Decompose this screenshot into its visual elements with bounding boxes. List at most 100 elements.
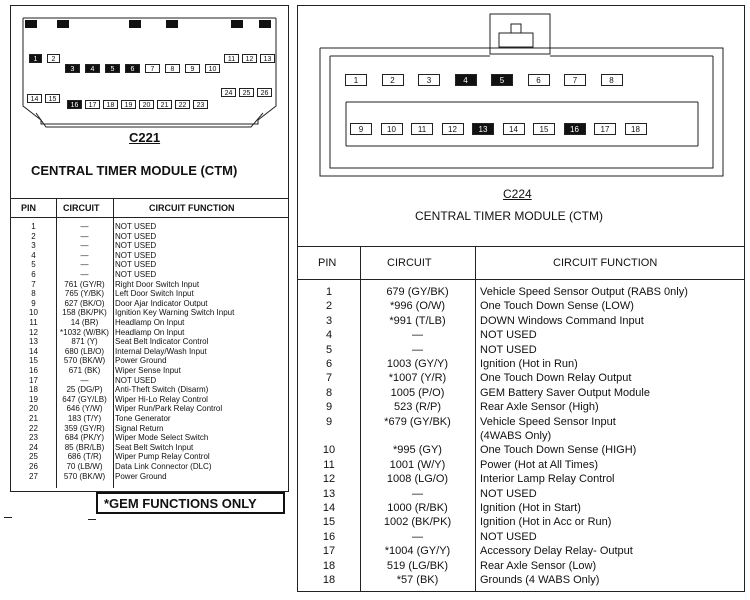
c224-row-function: Rear Axle Sensor (Low) — [480, 559, 597, 572]
pin-cavity-3: 3 — [418, 74, 440, 86]
c224-row-function: Rear Axle Sensor (High) — [480, 401, 599, 414]
c224-row-circuit: 1008 (LG/O) — [386, 473, 449, 486]
pin-cavity-14: 14 — [27, 94, 42, 103]
c224-row-pin: 9 — [325, 401, 333, 414]
c221-row-function: Internal Delay/Wash Input — [115, 346, 207, 356]
c224-module-title: CENTRAL TIMER MODULE (CTM) — [415, 209, 604, 223]
pin-cavity-1: 1 — [29, 54, 42, 63]
c224-row-pin: 11 — [323, 458, 335, 471]
c221-connector-id: C221 — [129, 130, 161, 145]
c221-row-pin: 16 — [29, 366, 38, 375]
gem-footnote-text: *GEM FUNCTIONS ONLY — [104, 496, 257, 511]
pin-cavity-23: 23 — [193, 100, 208, 109]
c224-row-circuit: *995 (GY) — [393, 444, 442, 457]
c221-row-function: Wiper Mode Select Switch — [115, 433, 209, 443]
c221-row-circuit: 183 (T/Y) — [67, 414, 102, 423]
c221-row-pin: 21 — [29, 414, 38, 423]
c224-row-circuit: 1001 (W/Y) — [389, 458, 446, 471]
c221-row-pin: 4 — [31, 250, 36, 260]
c224-row-circuit: — — [412, 343, 423, 356]
c224-row-function: GEM Battery Saver Output Module — [480, 386, 650, 399]
c221-row-pin: 6 — [31, 270, 36, 279]
c221-module-title: CENTRAL TIMER MODULE (CTM) — [31, 163, 238, 178]
c221-row-function: Right Door Switch Input — [115, 279, 200, 289]
pin-cavity-11: 11 — [411, 123, 433, 135]
c221-row-pin: 13 — [29, 337, 38, 347]
c224-row-circuit: *679 (GY/BK) — [384, 415, 451, 428]
c221-row-pin: 8 — [31, 289, 36, 299]
pin-cavity-13: 13 — [260, 54, 275, 63]
c224-row-circuit: — — [412, 487, 423, 500]
c224-row-circuit: 1003 (GY/Y) — [386, 358, 449, 370]
c221-row-pin: 12 — [29, 327, 38, 337]
c224-row-circuit: — — [412, 329, 423, 342]
c221-row-circuit: 85 (BR/LB) — [64, 442, 105, 452]
pin-cavity-20: 20 — [139, 100, 154, 109]
c224-row-function: Ignition (Hot in Run) — [480, 358, 578, 370]
c221-row-circuit: 158 (BK/PK) — [62, 308, 107, 318]
c221-row-circuit: 646 (Y/W) — [66, 404, 103, 414]
pin-cavity-2: 2 — [381, 74, 404, 86]
pin-cavity-14: 14 — [502, 123, 525, 135]
c221-row-pin: 3 — [31, 241, 36, 251]
c221-row-circuit: 686 (T/R) — [67, 452, 102, 462]
c224-row-function: Grounds (4 WABS Only) — [480, 574, 600, 586]
pin-cavity-5: 5 — [491, 74, 513, 86]
c224-row-function: Interior Lamp Relay Control — [480, 473, 615, 486]
c221-row-pin: 10 — [29, 308, 38, 318]
c224-row-function: Ignition (Hot in Start) — [480, 502, 581, 514]
c221-row-circuit: 871 (Y) — [71, 337, 98, 347]
pin-cavity-15: 15 — [45, 94, 60, 103]
c224-row-pin: 3 — [325, 314, 333, 327]
c221-row-function: NOT USED — [115, 375, 157, 385]
c221-row-function: Power Ground — [115, 471, 167, 481]
c221-row-pin: 26 — [29, 462, 38, 471]
c224-row-function: NOT USED — [480, 329, 537, 342]
c221-row-pin: 11 — [29, 318, 38, 327]
c221-row-pin: 20 — [29, 404, 38, 414]
pin-cavity-8: 8 — [165, 64, 180, 73]
pin-cavity-7: 7 — [564, 74, 586, 86]
c224-row-circuit: 523 (R/P) — [393, 401, 442, 414]
c221-row-pin: 22 — [29, 423, 38, 433]
c224-header-function: CIRCUIT FUNCTION — [553, 257, 658, 269]
c224-header-pin: PIN — [318, 257, 337, 269]
c221-row-circuit: 570 (BK/W) — [63, 471, 106, 481]
c221-row-pin: 1 — [31, 222, 36, 231]
c221-row-function: NOT USED — [115, 241, 157, 251]
c224-row-pin: 7 — [325, 372, 333, 385]
c224-row-circuit: *1007 (Y/R) — [388, 372, 447, 385]
c221-row-function: Left Door Switch Input — [115, 289, 194, 299]
pin-cavity-10: 10 — [205, 64, 220, 73]
c221-row-circuit: — — [80, 375, 89, 385]
c221-row-pin: 9 — [31, 298, 36, 308]
c224-connector-outline — [319, 13, 724, 177]
pin-cavity-4: 4 — [85, 64, 100, 73]
c224-row-circuit: *57 (BK) — [396, 574, 439, 586]
c221-row-function: NOT USED — [115, 270, 157, 279]
pin-cavity-11: 11 — [224, 54, 239, 63]
pin-cavity-3: 3 — [65, 64, 80, 73]
c221-row-circuit: 14 (BR) — [70, 318, 99, 327]
gem-footnote-box: *GEM FUNCTIONS ONLY — [96, 492, 285, 514]
c224-row-pin: 8 — [325, 386, 333, 399]
c224-row-function: Power (Hot at All Times) — [480, 458, 598, 471]
pin-cavity-5: 5 — [105, 64, 120, 73]
c221-row-circuit: 684 (PK/Y) — [64, 433, 105, 443]
pin-cavity-12: 12 — [242, 54, 257, 63]
c224-row-function: (4WABS Only) — [480, 430, 552, 442]
c221-row-circuit: 761 (GY/R) — [64, 279, 105, 289]
pin-cavity-15: 15 — [533, 123, 555, 135]
c224-row-function: Accessory Delay Relay- Output — [480, 545, 633, 558]
pin-cavity-13: 13 — [472, 123, 494, 135]
c224-row-function: Ignition (Hot in Acc or Run) — [480, 516, 612, 529]
c224-row-function: One Touch Down Relay Output — [480, 372, 632, 385]
c221-row-function: Power Ground — [115, 356, 167, 366]
c221-row-circuit: 765 (Y/BK) — [64, 289, 105, 299]
c224-row-function: One Touch Down Sense (HIGH) — [480, 444, 637, 457]
c221-row-function: Tone Generator — [115, 414, 171, 423]
c224-row-function: NOT USED — [480, 530, 537, 543]
c221-header-circuit: CIRCUIT — [63, 203, 100, 213]
